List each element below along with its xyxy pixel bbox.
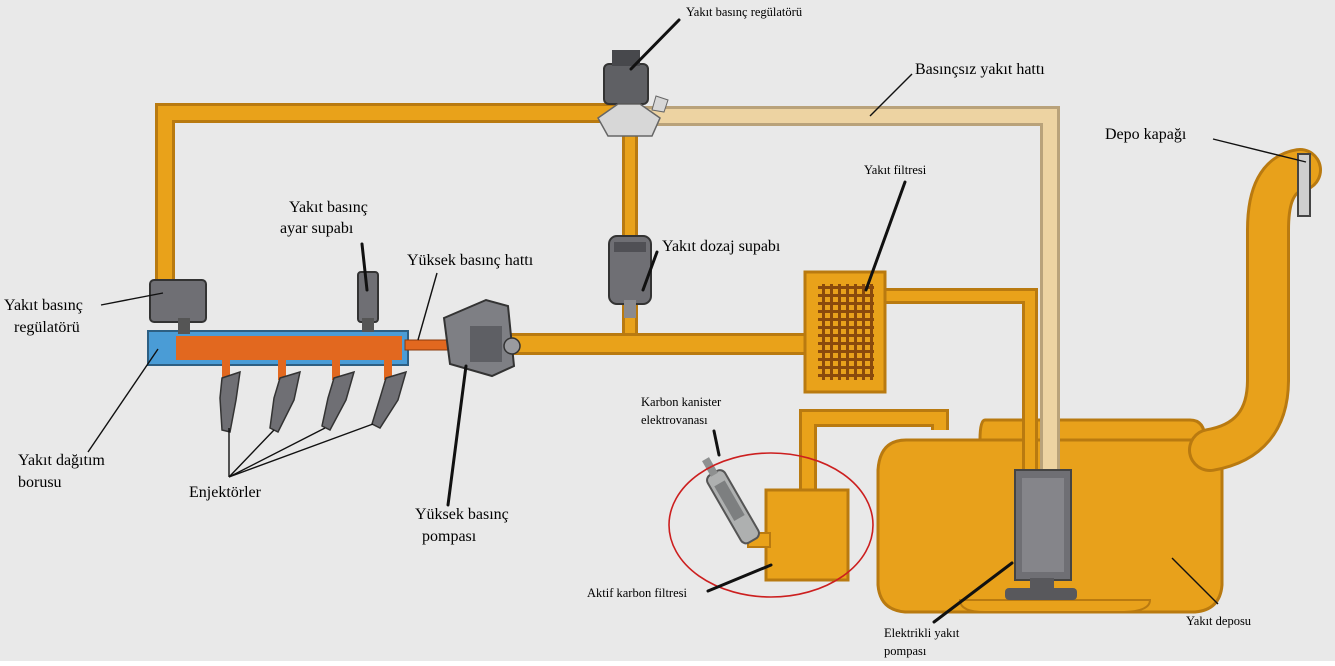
label-carbon-filter: Aktif karbon filtresi: [587, 586, 688, 600]
injector: [321, 358, 356, 431]
label-unpressurized-line: Basınçsız yakıt hattı: [915, 61, 1045, 78]
label-pressure-regulator-top: Yakıt basınç regülatörü: [686, 5, 803, 19]
label-electric-pump-1: Elektrikli yakıt: [884, 626, 960, 640]
label-canister-valve-1: Karbon kanister: [641, 395, 722, 409]
labels: Yakıt basınç regülatörü Basınçsız yakıt …: [4, 5, 1252, 658]
label-distribution-pipe-2: borusu: [18, 474, 62, 491]
label-tank-cap: Depo kapağı: [1105, 126, 1187, 143]
label-pressure-regulator-left-2: regülatörü: [14, 319, 80, 336]
fuel-filter: [803, 270, 887, 394]
label-fuel-filter: Yakıt filtresi: [864, 163, 927, 177]
fuel-supply-lines: [155, 103, 1038, 500]
label-pressure-regulator-left-1: Yakıt basınç: [4, 297, 83, 314]
label-pressure-adjust-valve-1: Yakıt basınç: [289, 199, 368, 216]
label-high-pressure-pump-1: Yüksek basınç: [415, 506, 509, 523]
fuel-pressure-adjust-valve: [357, 271, 379, 332]
injector: [219, 358, 241, 433]
active-carbon-filter: [747, 488, 850, 582]
electric-fuel-pump: [1005, 469, 1077, 600]
label-distribution-pipe-1: Yakıt dağıtım: [18, 452, 105, 469]
label-high-pressure-pump-2: pompası: [422, 528, 477, 545]
fuel-pressure-regulator-left: [149, 279, 207, 334]
label-fuel-tank: Yakıt deposu: [1186, 614, 1252, 628]
injector: [269, 358, 301, 434]
high-pressure-pump: [442, 298, 521, 378]
fuel-dosing-valve: [608, 235, 652, 318]
label-injectors: Enjektörler: [189, 484, 262, 501]
injectors: [219, 358, 408, 434]
leader-lines: [87, 18, 1307, 624]
unpressurized-fuel-line: [640, 106, 1060, 470]
label-electric-pump-2: pompası: [884, 644, 927, 658]
label-high-pressure-line: Yüksek basınç hattı: [407, 252, 534, 269]
fuel-pressure-regulator-top: [597, 50, 669, 137]
label-pressure-adjust-valve-2: ayar supabı: [280, 220, 354, 237]
label-dosing-valve: Yakıt dozaj supabı: [662, 238, 781, 255]
highlight-circle: [668, 452, 874, 598]
tank-cap: [1297, 153, 1311, 217]
label-canister-valve-2: elektrovanası: [641, 413, 708, 427]
injector: [371, 358, 408, 429]
